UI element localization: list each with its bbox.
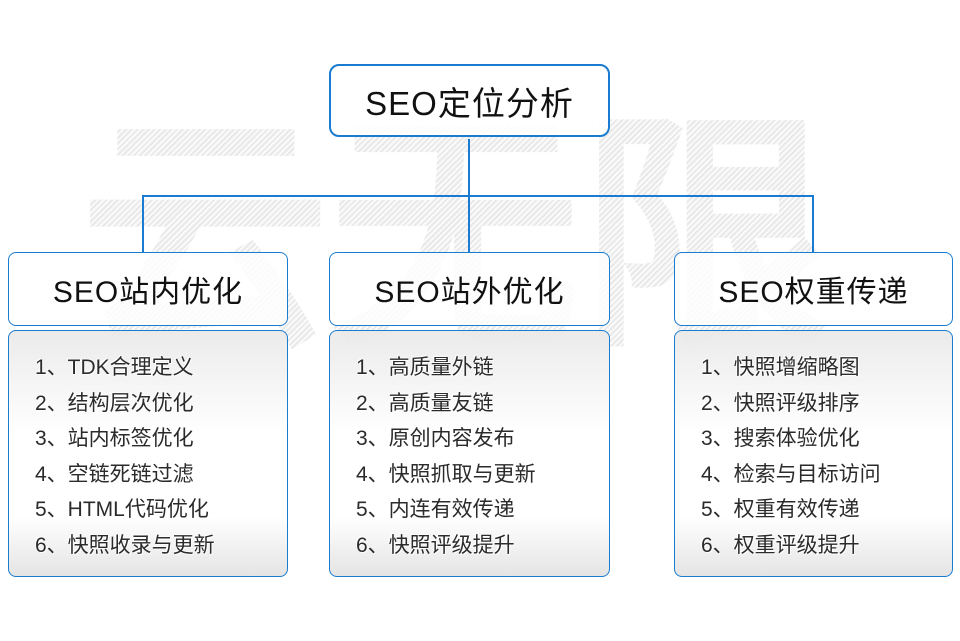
list-item: 4、检索与目标访问 <box>701 462 881 486</box>
list-item: 5、HTML代码优化 <box>35 498 209 521</box>
list-item: 2、快照评级排序 <box>701 391 860 415</box>
list-item: 5、内连有效传递 <box>356 498 515 521</box>
root-node-label: SEO定位分析 <box>365 84 574 122</box>
list-item: 4、空链死链过滤 <box>35 462 194 486</box>
list-box-offsite: 1、高质量外链 2、高质量友链 3、原创内容发布 4、快照抓取与更新 5、内连有… <box>329 330 610 577</box>
list-item: 1、高质量外链 <box>356 356 494 379</box>
item-list: 1、快照增缩略图 2、快照评级排序 3、搜索体验优化 4、检索与目标访问 5、权… <box>701 350 942 563</box>
column-onsite-optimization: SEO站内优化 1、TDK合理定义 2、结构层次优化 3、站内标签优化 4、空链… <box>8 252 288 577</box>
header-box-weight: SEO权重传递 <box>674 252 953 326</box>
column-weight-transfer: SEO权重传递 1、快照增缩略图 2、快照评级排序 3、搜索体验优化 4、检索与… <box>674 252 953 577</box>
header-label: SEO站外优化 <box>374 276 565 309</box>
list-item: 4、快照抓取与更新 <box>356 462 536 486</box>
header-box-onsite: SEO站内优化 <box>8 252 288 326</box>
root-node: SEO定位分析 <box>329 64 610 137</box>
connector-drop-center <box>468 196 470 253</box>
list-item: 6、快照评级提升 <box>356 533 515 557</box>
list-box-onsite: 1、TDK合理定义 2、结构层次优化 3、站内标签优化 4、空链死链过滤 5、H… <box>8 330 288 577</box>
item-list: 1、TDK合理定义 2、结构层次优化 3、站内标签优化 4、空链死链过滤 5、H… <box>35 350 277 563</box>
list-item: 6、权重评级提升 <box>701 533 860 557</box>
column-offsite-optimization: SEO站外优化 1、高质量外链 2、高质量友链 3、原创内容发布 4、快照抓取与… <box>329 252 610 577</box>
list-item: 2、结构层次优化 <box>35 391 194 415</box>
header-label: SEO权重传递 <box>718 276 909 309</box>
list-item: 1、快照增缩略图 <box>701 356 860 379</box>
list-box-weight: 1、快照增缩略图 2、快照评级排序 3、搜索体验优化 4、检索与目标访问 5、权… <box>674 330 953 577</box>
list-item: 5、权重有效传递 <box>701 498 860 521</box>
connector-horizontal <box>142 195 814 197</box>
connector-drop-left <box>142 196 144 253</box>
connector-drop-right <box>812 196 814 253</box>
list-item: 3、原创内容发布 <box>356 427 515 450</box>
list-item: 1、TDK合理定义 <box>35 356 194 379</box>
list-item: 3、站内标签优化 <box>35 427 194 450</box>
connector-root-stem <box>468 139 470 197</box>
list-item: 3、搜索体验优化 <box>701 427 860 450</box>
item-list: 1、高质量外链 2、高质量友链 3、原创内容发布 4、快照抓取与更新 5、内连有… <box>356 350 599 563</box>
header-label: SEO站内优化 <box>52 276 244 309</box>
list-item: 6、快照收录与更新 <box>35 533 215 557</box>
list-item: 2、高质量友链 <box>356 391 494 415</box>
header-box-offsite: SEO站外优化 <box>329 252 610 326</box>
